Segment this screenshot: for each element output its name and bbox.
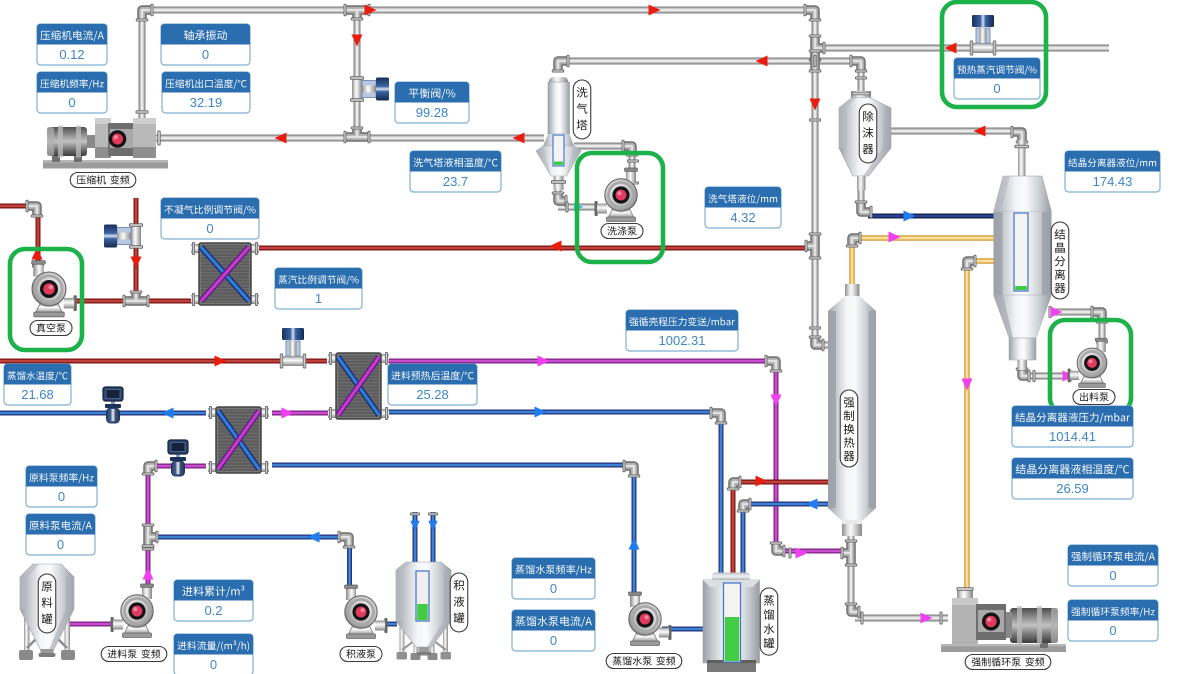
svg-text:0: 0: [210, 657, 217, 672]
svg-text:1002.31: 1002.31: [659, 333, 706, 348]
svg-text:23.7: 23.7: [443, 174, 468, 189]
svg-text:0.12: 0.12: [59, 47, 84, 62]
svg-text:21.68: 21.68: [21, 387, 54, 402]
svg-text:0: 0: [58, 489, 65, 504]
svg-text:0: 0: [993, 81, 1000, 96]
svg-text:0: 0: [550, 581, 557, 596]
svg-text:0: 0: [1109, 623, 1116, 638]
svg-text:0: 0: [57, 537, 64, 552]
svg-text:0: 0: [550, 633, 557, 648]
svg-text:0: 0: [1109, 568, 1116, 583]
svg-text:99.28: 99.28: [416, 105, 449, 120]
svg-text:0.2: 0.2: [204, 603, 222, 618]
svg-text:1: 1: [315, 291, 322, 306]
svg-text:4.32: 4.32: [730, 210, 755, 225]
svg-text:0: 0: [202, 47, 209, 62]
svg-text:1014.41: 1014.41: [1049, 429, 1096, 444]
svg-text:174.43: 174.43: [1093, 174, 1133, 189]
svg-text:0: 0: [68, 95, 75, 110]
svg-text:32.19: 32.19: [190, 95, 223, 110]
svg-text:26.59: 26.59: [1056, 481, 1089, 496]
svg-text:25.28: 25.28: [416, 387, 449, 402]
svg-text:0: 0: [206, 221, 213, 236]
